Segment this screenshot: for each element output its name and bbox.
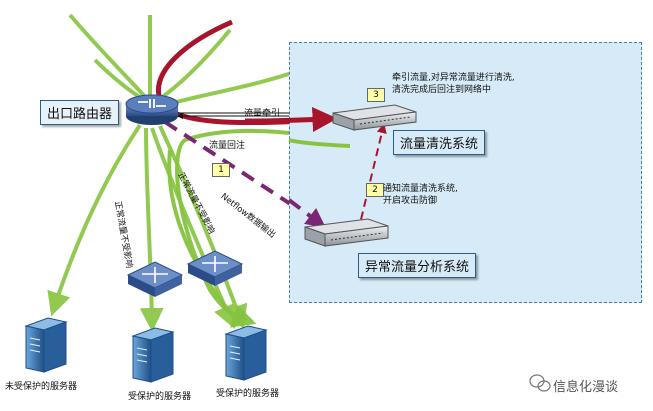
server-icon [24, 317, 68, 373]
router-label: 出口路由器 [40, 100, 120, 125]
wechat-icon [529, 374, 551, 392]
switch-icon [186, 250, 244, 286]
traction-label: 流量牵引 [244, 109, 281, 119]
step-badge-1: 1 [212, 163, 230, 177]
watermark: 信息化漫谈 [553, 380, 619, 395]
router-icon [125, 94, 179, 125]
server-label-protected: 受保护的服务器 [216, 389, 280, 399]
analysis-system-label: 异常流量分析系统 [358, 253, 477, 278]
cleaning-system-label: 流量清洗系统 [393, 130, 486, 155]
server-label-protected: 受保护的服务器 [128, 392, 192, 402]
switch-icon [126, 261, 184, 297]
server-label-unprotected: 未受保护的服务器 [5, 382, 78, 392]
server-icon [131, 327, 175, 383]
reinject-label: 流量回注 [209, 141, 246, 151]
step-3-note: 牵引流量,对异常流量进行清洗, 清洗完成后回注到网络中 [392, 73, 515, 95]
incoming-traffic-lines [68, 13, 301, 107]
server-icon [224, 325, 268, 381]
reinject-lines [167, 128, 351, 328]
step-badge-3: 3 [367, 88, 385, 102]
step-2-note: 通知流量清洗系统, 开启攻击防御 [383, 184, 458, 206]
step-badge-2: 2 [366, 183, 384, 197]
normal-traffic-lines [47, 123, 248, 332]
netflow-arrow [163, 120, 327, 228]
